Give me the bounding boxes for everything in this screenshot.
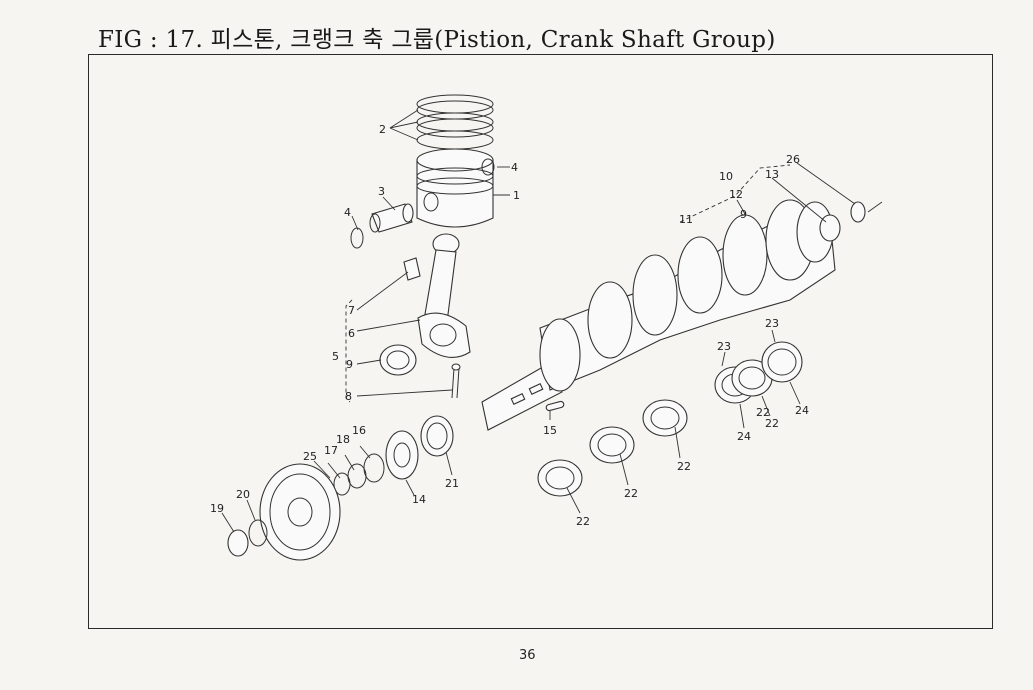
callout-18: 18 [336, 433, 350, 446]
callout-22-c: 22 [677, 460, 691, 473]
crank-gear [385, 430, 419, 480]
key [545, 400, 565, 412]
washers [333, 453, 385, 496]
callout-23-b: 23 [765, 317, 779, 330]
rod-bolt [451, 363, 461, 399]
callout-22-d: 22 [765, 417, 779, 430]
diagram-frame [88, 54, 993, 629]
callout-24-b: 24 [795, 404, 809, 417]
callout-20: 20 [236, 488, 250, 501]
callout-24-a: 24 [737, 430, 751, 443]
callout-15: 15 [543, 424, 557, 437]
callout-17: 17 [324, 444, 338, 457]
callout-21: 21 [445, 477, 459, 490]
callout-5: 5 [332, 350, 339, 363]
callout-9: 9 [346, 358, 353, 371]
rod-bearing [379, 344, 417, 376]
crankshaft [481, 199, 836, 431]
callout-16: 16 [352, 424, 366, 437]
piston [416, 148, 494, 228]
callout-6: 6 [348, 327, 355, 340]
callout-7: 7 [348, 304, 355, 317]
main-bearings [537, 341, 803, 497]
page-number: 36 [519, 648, 536, 663]
callout-22-a: 22 [576, 515, 590, 528]
pulley-nut [227, 519, 268, 557]
figure-title: FIG : 17. 피스톤, 크랭크 축 그룹(Pistion, Crank S… [98, 27, 776, 53]
callout-25: 25 [303, 450, 317, 463]
crank-gear-bearing [420, 415, 454, 457]
rear-seal [819, 201, 883, 242]
crank-pulley [259, 463, 341, 561]
connecting-rod [403, 233, 471, 358]
callout-9-b: 9 [740, 208, 747, 221]
callout-26: 26 [786, 153, 800, 166]
callout-8: 8 [345, 390, 352, 403]
callout-4: 4 [344, 206, 351, 219]
callout-23-a: 23 [717, 340, 731, 353]
callout-22-e: 22 [756, 406, 770, 419]
callout-12: 12 [729, 188, 743, 201]
callout-14: 14 [412, 493, 426, 506]
leader-lines [221, 109, 856, 533]
callout-13: 13 [765, 168, 779, 181]
callout-labels: 1 2 3 4 4 5 6 7 8 9 9 10 11 12 13 14 15 … [210, 123, 809, 528]
callout-3: 3 [378, 185, 385, 198]
piston-pin [369, 203, 414, 233]
callout-2: 2 [379, 123, 386, 136]
callout-11: 11 [679, 213, 693, 226]
callout-10: 10 [719, 170, 733, 183]
callout-22-b: 22 [624, 487, 638, 500]
piston-rings [416, 94, 494, 150]
callout-4-b: 4 [511, 161, 518, 174]
callout-19: 19 [210, 502, 224, 515]
callout-1: 1 [513, 189, 520, 202]
